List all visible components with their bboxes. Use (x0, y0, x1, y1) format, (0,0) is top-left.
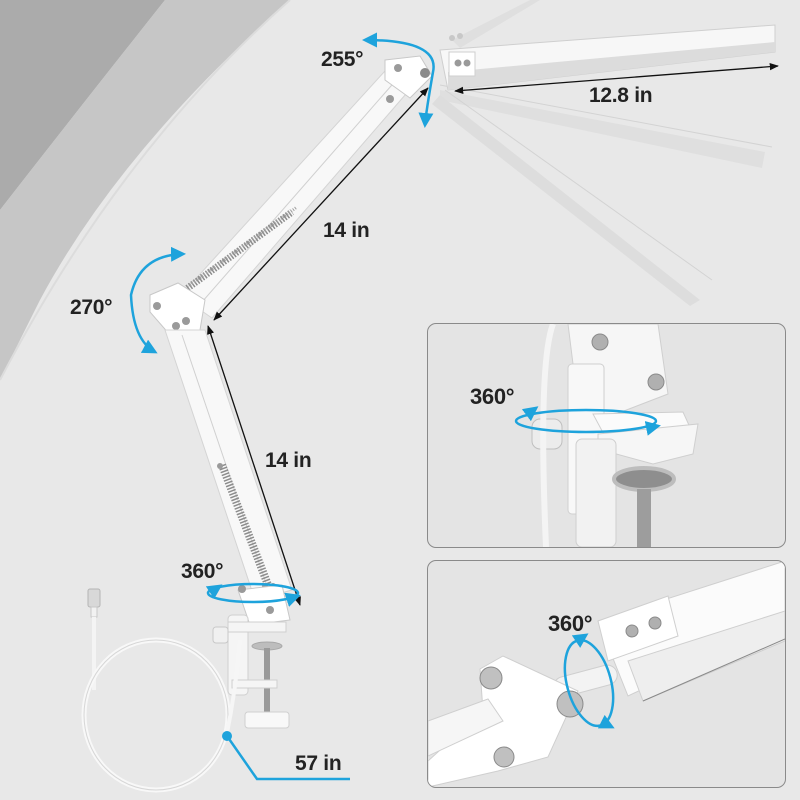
lamp-head-ghost-positions (432, 0, 773, 306)
rotation-arc-255 (362, 32, 435, 128)
inset-clamp-rotation-label: 360° (470, 384, 515, 409)
rotation-label-base-360: 360° (181, 560, 224, 583)
inset-clamp-base-detail: 360° (427, 323, 786, 548)
head-joint-detail-illustration (428, 561, 785, 787)
dimension-arrow-12-8in (454, 63, 779, 94)
dimension-label-12-8in: 12.8 in (589, 84, 653, 107)
usb-cable (81, 588, 242, 793)
dimension-label-upper-arm: 14 in (323, 219, 370, 242)
rotation-label-270: 270° (70, 296, 113, 319)
dimension-label-lower-arm: 14 in (265, 449, 312, 472)
clamp-detail-illustration (514, 324, 699, 547)
rotation-arc-270 (129, 246, 186, 354)
cable-callout-line (225, 735, 350, 781)
background-band-mid (0, 0, 290, 380)
dimension-label-cable: 57 in (295, 752, 342, 775)
rotation-label-255: 255° (321, 48, 364, 71)
inset-head-joint-detail: 360° (427, 560, 786, 788)
inset-head-rotation-label: 360° (548, 611, 593, 636)
background-band-dark (0, 0, 165, 210)
dimension-arrow-lower-14in (207, 325, 301, 606)
